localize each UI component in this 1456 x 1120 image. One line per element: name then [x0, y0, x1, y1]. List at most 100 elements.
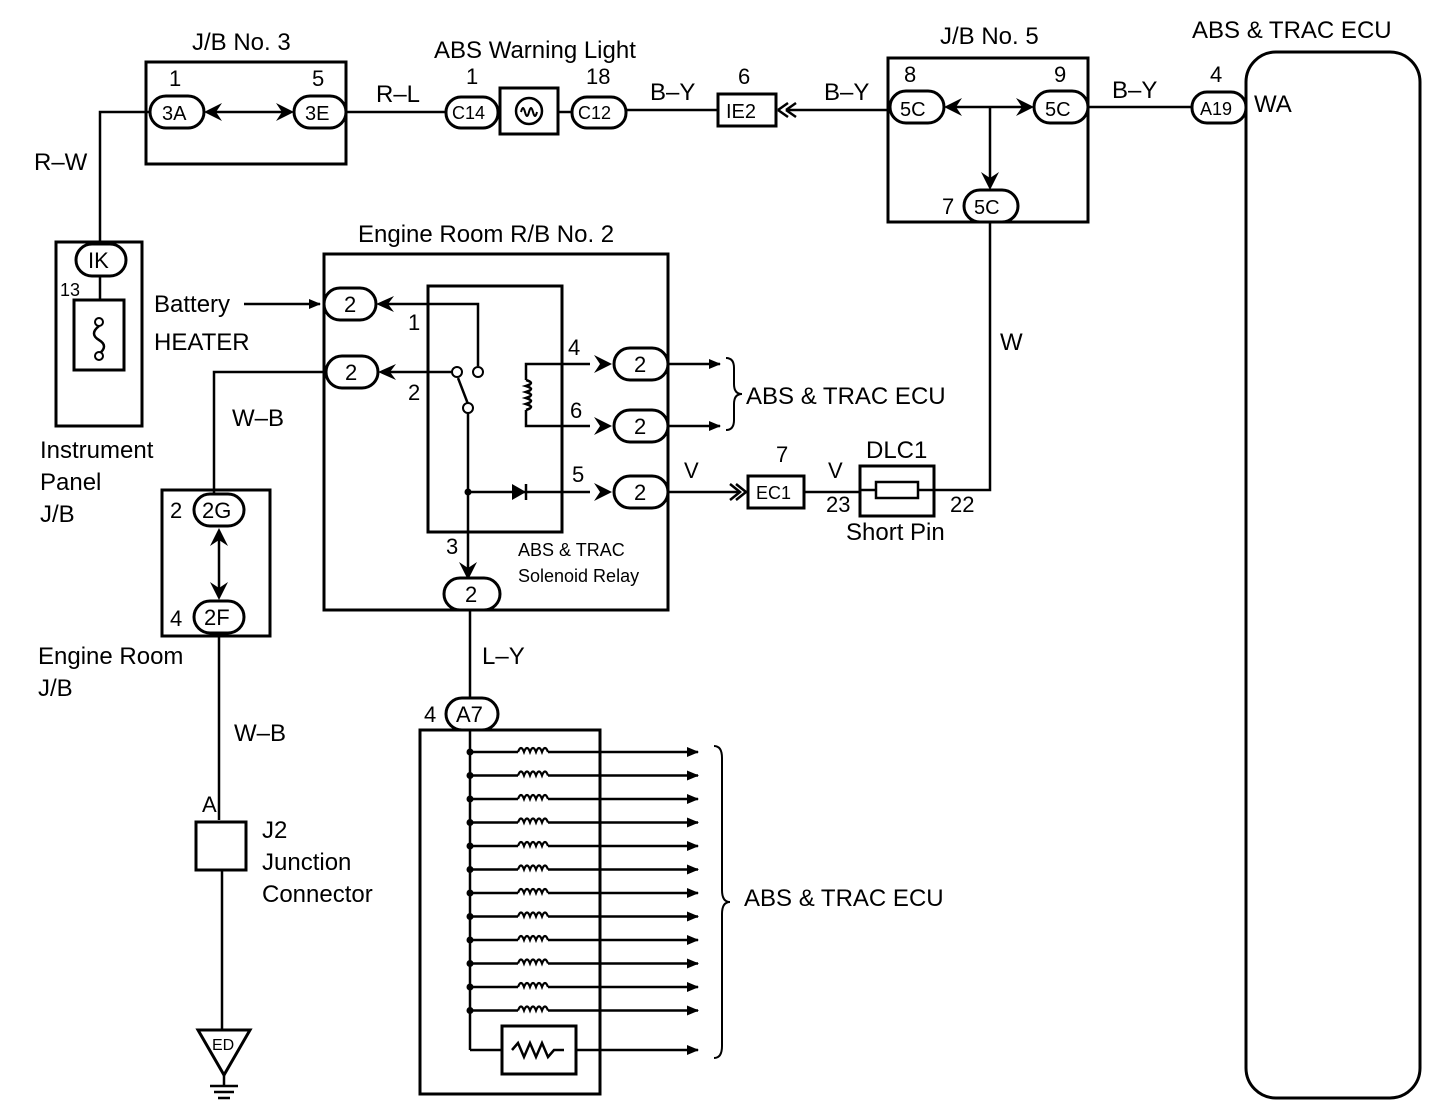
jb5-title: J/B No. 5: [940, 23, 1039, 50]
jb5-arrow-down: [981, 172, 999, 190]
solenoid-row: [466, 1005, 699, 1016]
relay-pin-4: 4: [568, 335, 580, 360]
relay-pin-2: 2: [408, 380, 420, 405]
fuse-box: [72, 298, 126, 372]
inline-connector-arrow-icon: [777, 101, 797, 119]
pin-7-5c: 7: [942, 194, 954, 219]
pin-13: 13: [60, 280, 80, 300]
jb5-arrow-left: [944, 98, 962, 116]
ec1-arrow-icon: [729, 483, 749, 501]
connector-5c-right-label: 5C: [1045, 99, 1071, 121]
pin-5-3e: 5: [312, 66, 324, 91]
connector-ie2: [716, 92, 778, 128]
rb-arrow-5: [594, 483, 612, 501]
pin-9-5c: 9: [1054, 62, 1066, 87]
solenoid-row: [466, 840, 699, 851]
rb-arrow-4: [594, 355, 612, 373]
relay-switch-arm: [456, 377, 470, 405]
solenoid-row: [466, 864, 699, 875]
brace-bottom: [713, 745, 731, 1059]
resistor-icon: [511, 1039, 564, 1061]
jb3-title: J/B No. 3: [192, 29, 291, 56]
engine-room-rb2-title: Engine Room R/B No. 2: [358, 221, 614, 248]
ecu-mid-label: ABS & TRAC ECU: [746, 383, 946, 410]
jb3-arrow-left: [204, 103, 222, 121]
rb-connector-3-label: 2: [465, 582, 477, 607]
wire-label-w-b-2: W–B: [234, 720, 286, 747]
engine-room-jb-box: [160, 488, 272, 638]
fuse-icon: [92, 325, 106, 355]
solenoid-row: [466, 887, 699, 898]
j2-label-1: J2: [262, 817, 287, 844]
wire-label-b-y-3: B–Y: [1112, 77, 1157, 104]
pin-wa: WA: [1254, 91, 1292, 118]
pin-4-2f: 4: [170, 606, 182, 631]
solenoid-row: [466, 934, 699, 945]
relay-pin-1: 1: [408, 310, 420, 335]
solenoid-relay-box: [426, 284, 564, 534]
pin-j2-a: A: [202, 792, 217, 817]
wire-label-v-2: V: [828, 458, 843, 483]
engine-room-jb-label-1: Engine Room: [38, 643, 183, 670]
connector-2g: [192, 492, 246, 528]
rb-connector-6-label: 2: [634, 414, 646, 439]
connector-5c-bottom-label: 5C: [974, 197, 1000, 219]
connector-c12-label: C12: [578, 103, 611, 123]
solenoid-coil-icon: [516, 793, 550, 803]
heater-label: HEATER: [154, 329, 250, 356]
fuse-terminal-bottom: [94, 351, 104, 361]
wire-w: [934, 222, 992, 492]
rb-connector-3: [442, 576, 502, 612]
pin-23: 23: [826, 492, 850, 517]
rb-arrow-2: [378, 364, 396, 380]
dlc1-label: DLC1: [866, 437, 927, 464]
connector-2f-label: 2F: [204, 605, 230, 630]
solenoid-coil-icon: [516, 958, 550, 967]
rb-connector-4-label: 2: [634, 352, 646, 377]
diode-icon: [512, 484, 526, 500]
relay-wire-1: [388, 302, 480, 366]
solenoid-coil-icon: [516, 981, 550, 991]
lamp-filament-icon: [520, 107, 538, 117]
wire-w-b-1: [212, 370, 326, 494]
connector-a7-label: A7: [456, 702, 483, 727]
solenoid-coil-icon: [516, 770, 550, 779]
fuse-terminal-top: [94, 317, 104, 327]
connector-2g-label: 2G: [202, 498, 231, 523]
solenoid-coil-icon: [516, 887, 550, 897]
relay-coil-icon: [521, 378, 533, 412]
solenoid-row: [466, 958, 699, 969]
rb-arrow-1: [376, 296, 394, 312]
solenoid-coil-icon: [516, 840, 550, 850]
rb-arrow-3: [459, 562, 477, 580]
pin-8-5c: 8: [904, 62, 916, 87]
connector-ie2-label: IE2: [726, 101, 756, 123]
solenoid-coil-icon: [516, 864, 550, 873]
solenoid-row: [466, 817, 699, 828]
ecu-top-title: ABS & TRAC ECU: [1192, 17, 1392, 44]
battery-label: Battery: [154, 291, 230, 318]
abs-trac-ecu-box: [1244, 50, 1422, 1100]
connector-3a-label: 3A: [162, 103, 187, 125]
wire-label-b-y-2: B–Y: [824, 79, 869, 106]
connector-5c-left-label: 5C: [900, 99, 926, 121]
pin-6-ie2: 6: [738, 64, 750, 89]
connector-a19-label: A19: [1200, 99, 1232, 119]
jb3-arrow-right: [276, 103, 294, 121]
short-pin-label: Short Pin: [846, 519, 945, 546]
wire-label-w: W: [1000, 329, 1023, 356]
connector-ec1-label: EC1: [756, 483, 791, 503]
relay-pin-6: 6: [570, 398, 582, 423]
j2-label-2: Junction: [262, 849, 351, 876]
pin-2-2g: 2: [170, 498, 182, 523]
pin-1-c14: 1: [466, 64, 478, 89]
solenoid-coil-icon: [516, 934, 550, 944]
engine-jb-arrow-down: [210, 582, 228, 600]
ground-symbol-icon: [210, 1084, 238, 1100]
solenoid-row: [466, 746, 699, 757]
wire-label-v-1: V: [684, 458, 699, 483]
coil-wire-bottom: [524, 410, 590, 428]
solenoid-coil-icon: [516, 911, 550, 920]
pin-22: 22: [950, 492, 974, 517]
